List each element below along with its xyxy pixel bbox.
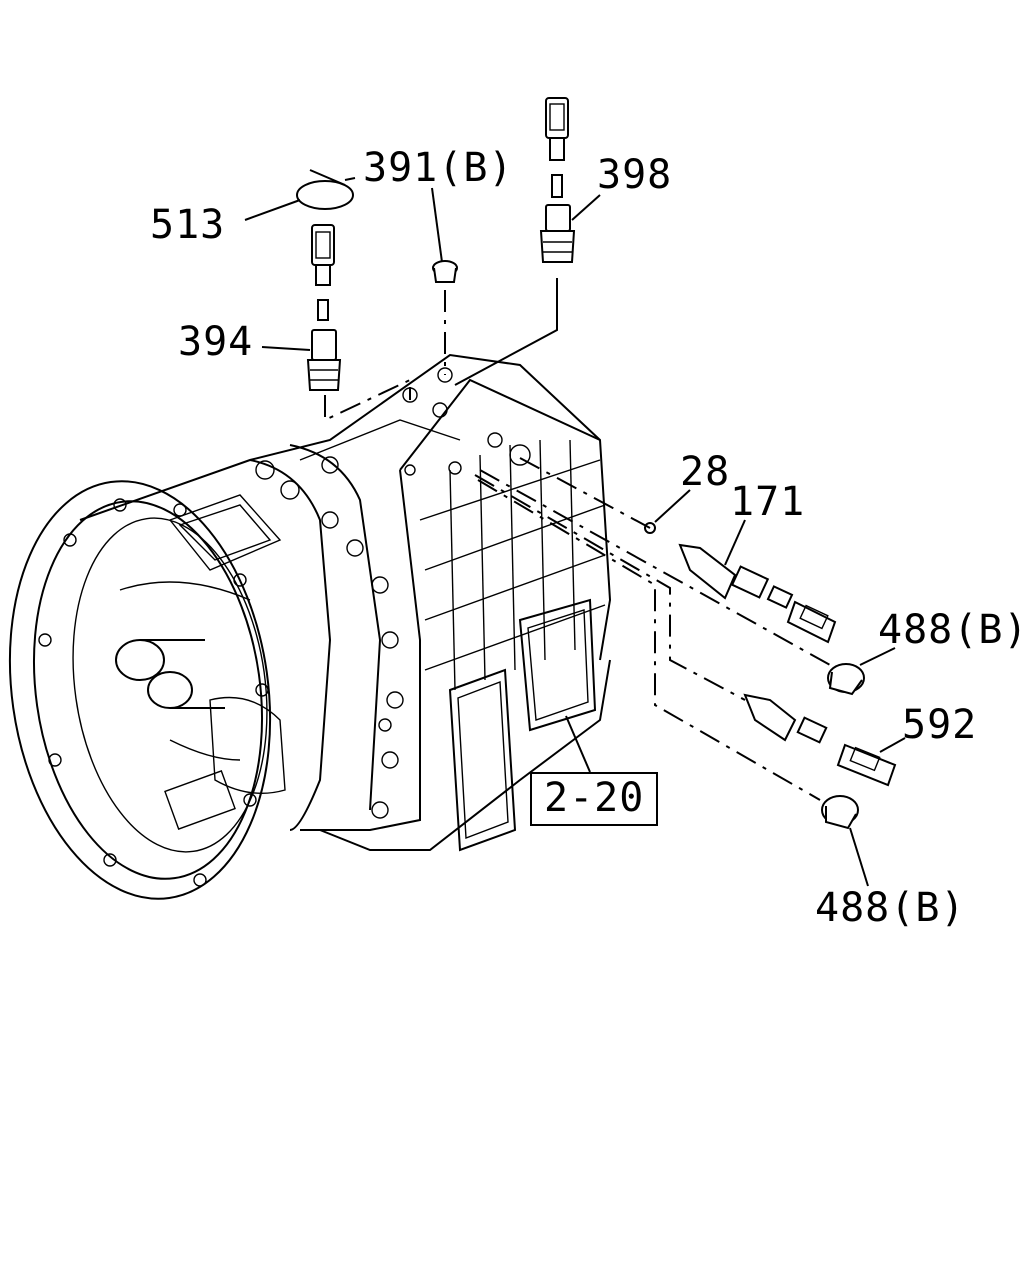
callout-28: 28 [680, 449, 731, 495]
callout-171: 171 [730, 479, 806, 525]
callout-488b-upper: 488(B) [878, 607, 1024, 653]
callout-398: 398 [597, 152, 673, 198]
sensor-171-assembly [519, 457, 837, 644]
callout-592: 592 [902, 702, 978, 748]
leader-lines [244, 187, 906, 887]
sensor-394-assembly [296, 169, 411, 422]
sensor-592-assembly [474, 474, 897, 787]
callout-513: 513 [150, 202, 226, 248]
callout-391b: 391(B) [363, 145, 514, 191]
plug-391 [432, 260, 458, 375]
callout-394: 394 [178, 319, 254, 365]
callout-2-20-boxed: 2-20 [530, 772, 659, 826]
plug-488-upper [479, 469, 865, 696]
transmission-housing [8, 353, 612, 900]
sensor-398-assembly [454, 97, 576, 386]
plug-488-lower [477, 479, 859, 830]
callout-488b-lower: 488(B) [815, 885, 966, 931]
